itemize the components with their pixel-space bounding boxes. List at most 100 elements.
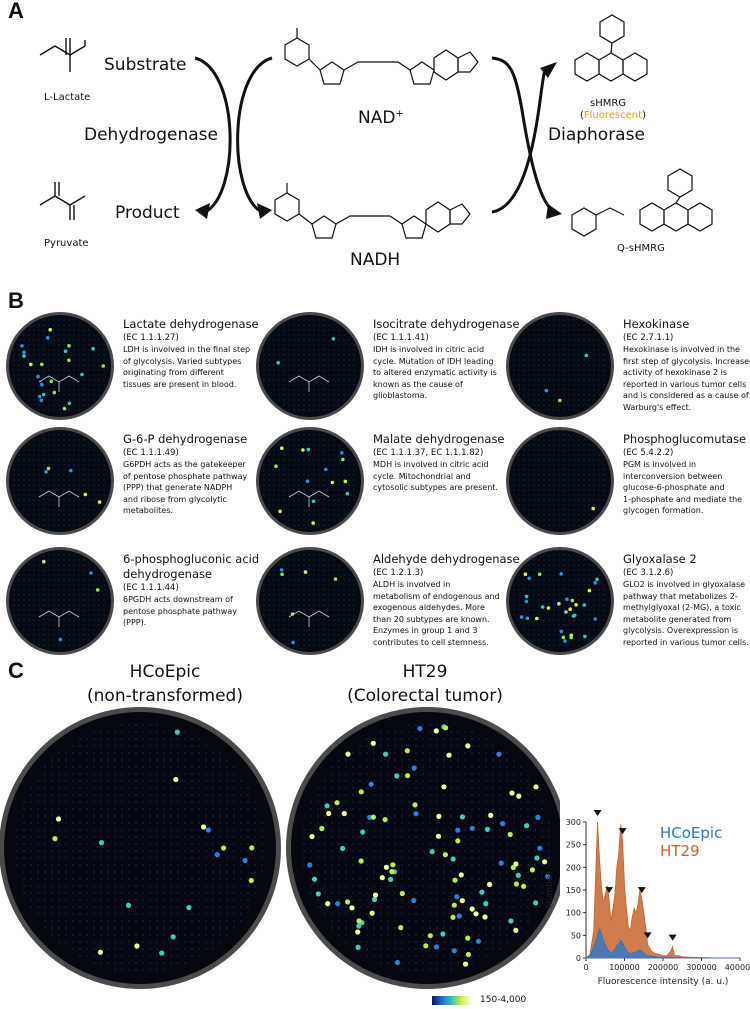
enzyme-description-line: 6PGDH acts downstream of (123, 595, 233, 604)
fluorescent-spot (564, 610, 568, 614)
fluorescent-spot (358, 789, 364, 795)
fluorescent-spot (433, 728, 439, 734)
fluorescent-spot (390, 862, 396, 868)
fluorescent-spot (370, 740, 376, 746)
fluorescent-spot (40, 382, 44, 387)
fluorescent-spot (170, 934, 176, 940)
qshmrg-structure (571, 168, 713, 237)
fluorescent-spot (306, 447, 311, 452)
fluorescent-spot (584, 353, 589, 358)
fluorescent-spot (429, 849, 435, 855)
fluorescent-spot (311, 876, 318, 882)
fluorescent-spot (482, 914, 488, 920)
enzyme-dish-image (506, 312, 614, 420)
enzyme-description-line: tissues are present in blood. (123, 379, 237, 389)
fluorescent-spot (558, 398, 562, 403)
fluorescent-spot (324, 467, 328, 472)
fluorescent-spot (48, 327, 52, 332)
enzyme-ec-number: (EC 1.1.1.44) (123, 583, 179, 593)
fluorescent-spot (97, 500, 102, 504)
hcoepic-subtitle: (non-transformed) (87, 686, 243, 706)
fluorescent-spot (330, 480, 335, 485)
colorbar (432, 996, 472, 1005)
fluorescent-spot (545, 873, 551, 880)
enzyme-dish-image (256, 547, 364, 655)
fluorescent-spot (22, 354, 26, 358)
fluorescent-spot (125, 902, 132, 908)
fluorescent-spot (483, 901, 489, 907)
lactate-label: L-Lactate (44, 92, 91, 103)
enzyme-name: G-6-P dehydrogenase (123, 432, 248, 446)
fluorescent-spot (309, 833, 315, 840)
diaphorase-arrows (491, 56, 556, 214)
fluorescent-spot (345, 491, 350, 496)
enzyme-description-line: contributes to cell stemness. (373, 638, 489, 647)
ht29-name: HT29 (402, 662, 448, 682)
y-axis-label: Number (545, 872, 555, 908)
fluorescent-spot (462, 961, 469, 967)
fluorescent-spot (311, 499, 316, 504)
hcoepic-dish (0, 707, 281, 989)
fluorescent-spot (498, 860, 504, 866)
fluorescent-spot (561, 635, 566, 640)
fluorescent-spot (459, 814, 465, 820)
fluorescent-spot (440, 931, 446, 937)
fluorescent-spot (280, 572, 284, 577)
fluorescent-spot (446, 752, 452, 758)
fluorescent-spot (358, 858, 364, 864)
dehydrogenase-arrows (194, 56, 273, 214)
enzyme-description-line: and is considered as a cause of (623, 391, 749, 401)
fluorescent-spot (201, 824, 207, 830)
fluorescent-spot (452, 877, 458, 883)
enzyme-ec-number: (EC 1.1.1.41) (373, 333, 429, 343)
fluorescent-spot (593, 581, 597, 585)
peak-marker (643, 932, 652, 939)
enzyme-description-line: cycle. Mutation of IDH leading (373, 356, 494, 366)
enzyme-description-line: and ribose from glycolytic (123, 494, 227, 504)
fluorescent-spot (458, 872, 464, 878)
fluorescent-spot (186, 905, 192, 911)
ht29-title: HT29 (Colorectal tumor) (325, 660, 525, 708)
fluorescent-spot (569, 635, 573, 640)
fluorescent-spot (52, 390, 57, 395)
enzyme-description-line: of pentose phosphate pathway (123, 471, 248, 481)
fluorescent-label: (Fluorescent) (580, 110, 646, 121)
enzyme-description-line: glioblastoma. (373, 391, 428, 401)
y-tick-label: 100 (566, 909, 581, 918)
enzyme-name: Isocitrate dehydrogenase (373, 317, 520, 331)
fluorescent-spot (533, 900, 539, 906)
enzyme-description-line: Warburg's effect. (623, 403, 692, 412)
enzyme-description-line: (PPP) that generate NADPH (123, 483, 233, 493)
y-tick-label: 250 (566, 841, 581, 850)
fluorescent-spot (98, 840, 105, 846)
fluorescent-spot (324, 803, 330, 809)
enzyme-description-line: interconversion between (623, 471, 723, 481)
fluorescent-spot (159, 950, 165, 956)
fluorescent-spot (383, 864, 389, 870)
enzyme-dish-image (506, 547, 614, 655)
fluorescent-spot (413, 811, 419, 817)
fluorescent-spot (559, 572, 563, 576)
enzyme-name: Malate dehydrogenase (373, 432, 505, 446)
fluorescent-spot (52, 836, 58, 842)
enzyme-ec-number: (EC 1.1.1.37, EC 1.1.1.82) (373, 448, 484, 458)
fluorescent-spot (274, 464, 278, 468)
fluorescent-spot (533, 784, 539, 790)
fluorescent-spot (356, 923, 362, 929)
arrowhead-nadh (257, 203, 272, 219)
enzyme-name: Aldehyde dehydrogenase (373, 552, 520, 566)
enzyme-description-line: cycle. Mitochondrial and (373, 471, 471, 481)
fluorescent-spot (582, 603, 587, 607)
fluorescent-spot (459, 898, 465, 904)
fluorescent-spot (587, 588, 592, 593)
fluorescent-spot (593, 617, 597, 621)
fluorescent-spot (500, 821, 506, 827)
fluorescent-spot (488, 812, 494, 818)
fluorescent-spot (524, 594, 529, 599)
fluorescent-spot (326, 810, 332, 817)
y-tick-label: 300 (566, 818, 581, 827)
x-tick-label: 200000 (648, 963, 679, 972)
fluorescent-spot (509, 790, 515, 796)
panel-c-label: C (8, 658, 24, 683)
fluorescent-spot (311, 521, 315, 525)
